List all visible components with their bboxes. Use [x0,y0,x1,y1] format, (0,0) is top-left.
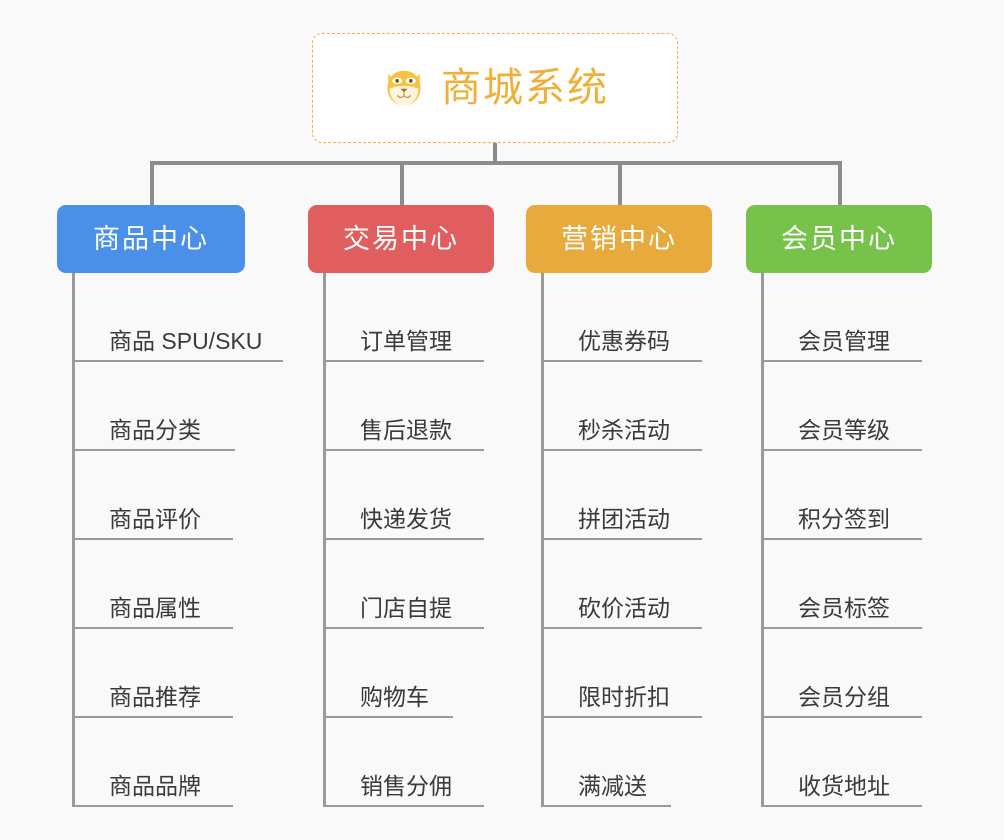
list-item[interactable]: 订单管理 [326,273,494,362]
leaf-underline [326,538,484,540]
list-item[interactable]: 商品推荐 [75,629,245,718]
leaf-label: 收货地址 [798,773,890,799]
leaf-label: 会员分组 [798,684,890,710]
list-item[interactable]: 会员管理 [764,273,932,362]
leaf-label: 砍价活动 [578,595,670,621]
list-item[interactable]: 积分签到 [764,451,932,540]
list-item[interactable]: 砍价活动 [544,540,712,629]
leaf-underline [764,360,922,362]
list-item[interactable]: 限时折扣 [544,629,712,718]
list-item[interactable]: 商品 SPU/SKU [75,273,283,362]
connector-horizontal-bus [150,161,842,165]
leaf-label: 会员标签 [798,595,890,621]
leaf-underline [75,627,233,629]
list-item[interactable]: 商品评价 [75,451,245,540]
list-item[interactable]: 门店自提 [326,540,494,629]
leaf-list-3: 优惠券码 秒杀活动 拼团活动 砍价活动 限时折扣 满减送 [541,273,712,807]
leaf-label: 会员管理 [798,328,890,354]
leaf-label: 商品推荐 [109,684,201,710]
connector-root-stub [493,143,497,164]
category-box-4[interactable]: 会员中心 [746,205,932,273]
leaf-label: 积分签到 [798,506,890,532]
leaf-list-4: 会员管理 会员等级 积分签到 会员标签 会员分组 收货地址 [761,273,932,807]
connector-drop-3 [618,161,622,205]
leaf-underline [326,449,484,451]
list-item[interactable]: 商品属性 [75,540,245,629]
leaf-label: 商品属性 [109,595,201,621]
leaf-underline [75,805,233,807]
list-item[interactable]: 拼团活动 [544,451,712,540]
branch-column-4: 会员中心 会员管理 会员等级 积分签到 会员标签 会员分组 收货地址 [746,205,932,807]
category-box-3[interactable]: 营销中心 [526,205,712,273]
connector-drop-4 [838,161,842,205]
leaf-underline [544,627,702,629]
dog-face-icon [387,70,421,106]
leaf-label: 会员等级 [798,417,890,443]
leaf-underline [764,716,922,718]
leaf-underline [764,627,922,629]
list-item[interactable]: 商品分类 [75,362,245,451]
leaf-label: 满减送 [578,773,647,799]
leaf-label: 商品评价 [109,506,201,532]
root-title: 商城系统 [441,66,609,110]
connector-drop-1 [150,161,154,205]
leaf-underline [326,716,453,718]
leaf-underline [544,449,702,451]
root-node[interactable]: 商城系统 [312,33,678,143]
list-item[interactable]: 满减送 [544,718,712,807]
leaf-underline [326,627,484,629]
category-label-2: 交易中心 [343,223,459,254]
leaf-underline [764,449,922,451]
leaf-underline [764,805,922,807]
leaf-label: 优惠券码 [578,328,670,354]
leaf-list-1: 商品 SPU/SKU 商品分类 商品评价 商品属性 商品推荐 商品品牌 [72,273,283,807]
leaf-label: 商品 SPU/SKU [109,328,263,354]
leaf-underline [75,716,233,718]
branch-column-2: 交易中心 订单管理 售后退款 快递发货 门店自提 购物车 销售分佣 [308,205,494,807]
leaf-underline [326,805,484,807]
list-item[interactable]: 会员标签 [764,540,932,629]
list-item[interactable]: 收货地址 [764,718,932,807]
leaf-label: 限时折扣 [578,684,670,710]
leaf-label: 拼团活动 [578,506,670,532]
leaf-label: 门店自提 [360,595,452,621]
leaf-label: 购物车 [360,684,429,710]
leaf-list-2: 订单管理 售后退款 快递发货 门店自提 购物车 销售分佣 [323,273,494,807]
leaf-underline [75,538,233,540]
category-box-2[interactable]: 交易中心 [308,205,494,273]
leaf-underline [326,360,484,362]
category-label-4: 会员中心 [781,223,897,254]
leaf-label: 商品分类 [109,417,201,443]
leaf-label: 订单管理 [360,328,452,354]
leaf-underline [544,716,702,718]
list-item[interactable]: 快递发货 [326,451,494,540]
leaf-underline [75,360,283,362]
leaf-underline [764,538,922,540]
category-box-1[interactable]: 商品中心 [57,205,245,273]
list-item[interactable]: 商品品牌 [75,718,245,807]
list-item[interactable]: 销售分佣 [326,718,494,807]
leaf-label: 快递发货 [360,506,452,532]
leaf-label: 秒杀活动 [578,417,670,443]
list-item[interactable]: 售后退款 [326,362,494,451]
category-label-3: 营销中心 [561,223,677,254]
category-label-1: 商品中心 [93,223,209,254]
branch-column-1: 商品中心 商品 SPU/SKU 商品分类 商品评价 商品属性 商品推荐 商品品牌 [57,205,283,807]
list-item[interactable]: 秒杀活动 [544,362,712,451]
connector-drop-2 [400,161,404,205]
leaf-underline [544,538,702,540]
list-item[interactable]: 会员分组 [764,629,932,718]
leaf-label: 销售分佣 [360,773,452,799]
leaf-label: 商品品牌 [109,773,201,799]
leaf-underline [544,805,671,807]
leaf-label: 售后退款 [360,417,452,443]
list-item[interactable]: 购物车 [326,629,494,718]
list-item[interactable]: 优惠券码 [544,273,712,362]
branch-column-3: 营销中心 优惠券码 秒杀活动 拼团活动 砍价活动 限时折扣 满减送 [526,205,712,807]
leaf-underline [544,360,702,362]
leaf-underline [75,449,235,451]
list-item[interactable]: 会员等级 [764,362,932,451]
